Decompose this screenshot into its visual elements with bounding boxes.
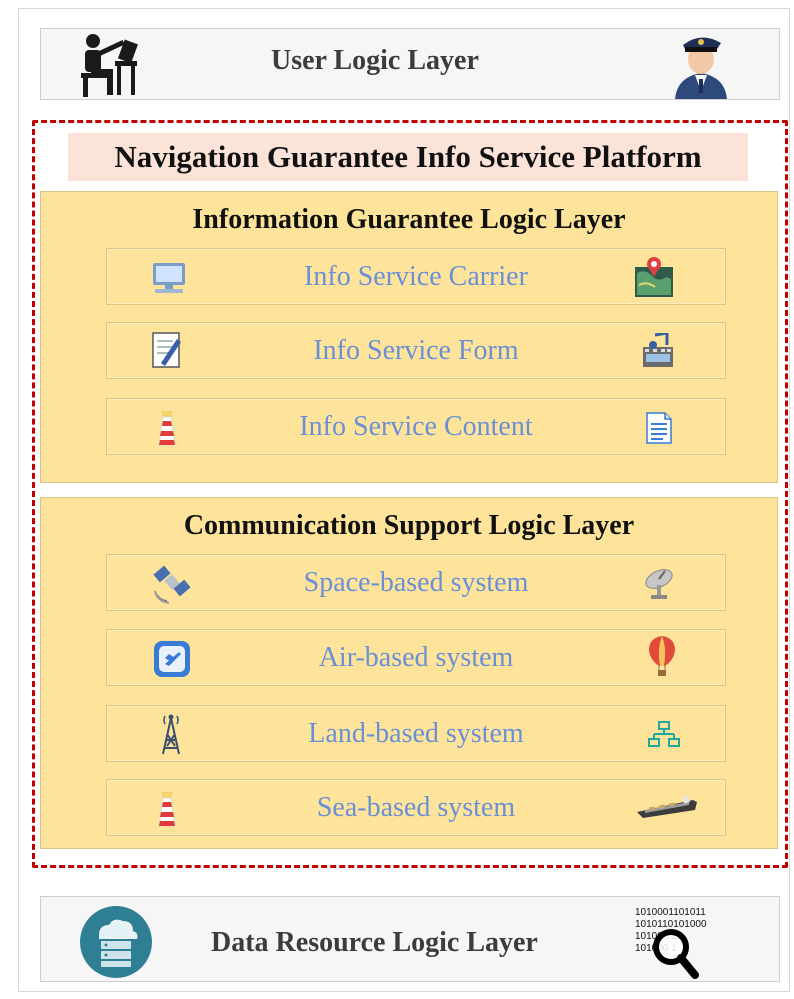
computer-icon xyxy=(149,261,189,300)
person-at-desk-icon xyxy=(77,33,139,104)
info-item-form: Info Service Form xyxy=(106,322,726,379)
binary-line: 1010001101011 xyxy=(635,907,706,918)
hot-air-balloon-icon xyxy=(647,634,677,683)
info-item-label: Info Service Form xyxy=(313,334,519,366)
comm-item-space: Space-based system xyxy=(106,554,726,611)
satellite-icon xyxy=(151,561,195,610)
info-guarantee-layer-title: Information Guarantee Logic Layer xyxy=(192,204,626,235)
text-document-icon xyxy=(645,411,673,450)
comm-item-label: Air-based system xyxy=(318,641,514,673)
media-film-icon xyxy=(641,331,675,374)
binary-search-icon: 1010001101011 1010110101000 101000 11 10… xyxy=(633,903,723,988)
lighthouse-icon xyxy=(153,790,181,833)
comm-item-air: Air-based system xyxy=(106,629,726,686)
comm-item-label: Space-based system xyxy=(303,566,529,598)
comm-item-sea: Sea-based system xyxy=(106,779,726,836)
info-item-carrier: Info Service Carrier xyxy=(106,248,726,305)
comm-item-land: Land-based system xyxy=(106,705,726,762)
user-logic-layer-title: User Logic Layer xyxy=(271,45,479,76)
info-item-label: Info Service Carrier xyxy=(304,260,528,292)
info-item-content: Info Service Content xyxy=(106,398,726,455)
officer-avatar-icon xyxy=(669,25,733,106)
cargo-ship-icon xyxy=(635,794,699,825)
comm-item-label: Sea-based system xyxy=(316,791,516,823)
map-pin-icon xyxy=(633,255,675,304)
binary-line: 1010110101000 xyxy=(635,919,707,930)
document-pen-icon xyxy=(151,331,185,376)
comm-support-layer-title: Communication Support Logic Layer xyxy=(183,510,635,541)
user-logic-layer: User Logic Layer xyxy=(40,28,780,100)
platform-title: Navigation Guarantee Info Service Platfo… xyxy=(68,133,748,181)
radio-tower-icon xyxy=(159,712,183,761)
airplane-app-icon xyxy=(153,640,191,683)
platform-boundary xyxy=(32,120,788,868)
diagram-frame xyxy=(18,8,790,992)
lighthouse-icon xyxy=(153,409,181,452)
comm-item-label: Land-based system xyxy=(308,717,524,749)
data-resource-layer: Data Resource Logic Layer 1010001101011 … xyxy=(40,896,780,982)
network-hierarchy-icon xyxy=(647,720,681,753)
cloud-server-icon xyxy=(79,905,153,984)
satellite-dish-icon xyxy=(641,565,677,606)
data-resource-layer-title: Data Resource Logic Layer xyxy=(211,927,538,958)
info-item-label: Info Service Content xyxy=(299,410,533,442)
